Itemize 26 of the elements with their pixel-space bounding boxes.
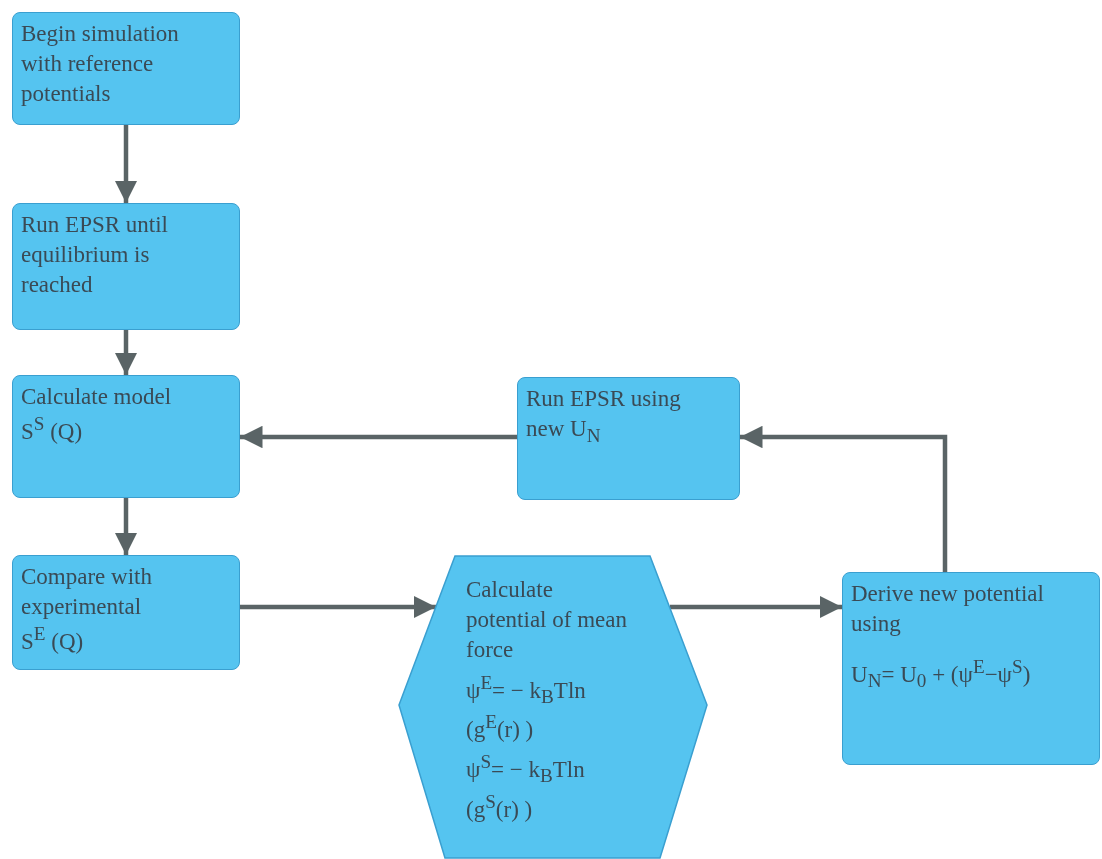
node-label: Compare with experimental (21, 563, 153, 621)
arrow (114, 498, 138, 555)
process-box (12, 375, 240, 498)
arrow (240, 425, 517, 449)
arrow (740, 425, 948, 572)
formula-text: U$_{N}$= U$_{0}$ + (ψ$^{E}$−ψ$^{S}$) (851, 654, 1032, 694)
formula-text: ψ$^{E}$= − k$_{B}$Tln (g$^{E}$(r) ) (466, 670, 587, 744)
process-box (12, 203, 240, 330)
formula-text: ψ$^{S}$= − k$_{B}$Tln (g$^{S}$(r) ) (466, 750, 586, 824)
arrow (240, 595, 436, 619)
node-label: Calculate potential of mean force (466, 576, 628, 664)
node-label: Run EPSR until equilibrium is reached (21, 211, 169, 299)
process-box (12, 555, 240, 670)
process-box (12, 12, 240, 125)
arrow (114, 330, 138, 375)
process-box (517, 377, 740, 500)
arrow (114, 125, 138, 203)
node-label: Begin simulation with reference potentials (21, 20, 180, 108)
node-label: Calculate model (21, 383, 173, 411)
node-label: Run EPSR using new U$_{N}$ (526, 385, 682, 448)
arrow (670, 595, 842, 619)
formula-text: S$^{E}$ (Q) (21, 621, 85, 656)
node-label: Derive new potential using (851, 580, 1045, 638)
formula-text: S$^{S}$ (Q) (21, 411, 84, 446)
process-box (842, 572, 1100, 765)
hexagon-process (398, 555, 708, 859)
